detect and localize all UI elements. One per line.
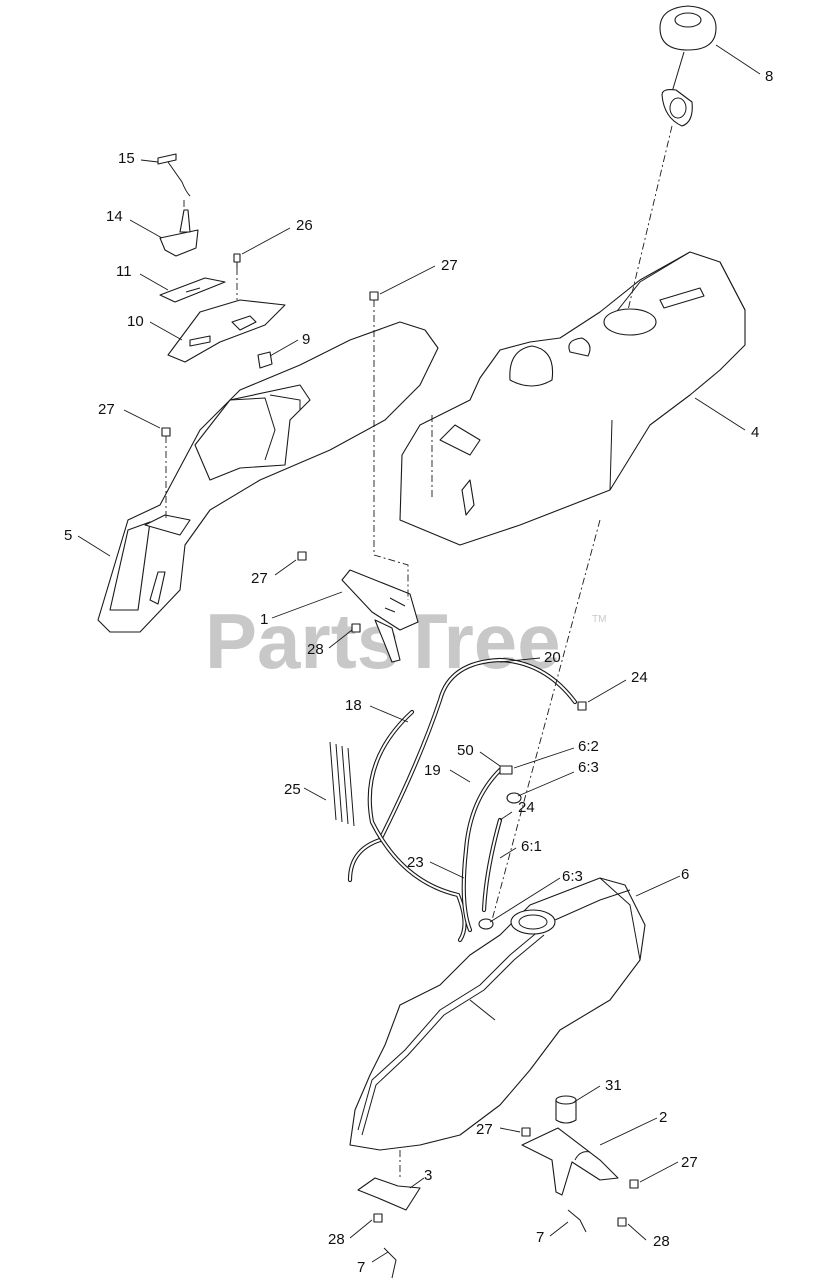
part-23-hose [481, 817, 503, 913]
callout-9: 9 [302, 331, 310, 348]
callout-2: 2 [659, 1109, 667, 1126]
part-25-cable-ties [329, 741, 355, 827]
callout-27-mid: 27 [251, 570, 268, 587]
assembly-lines [165, 125, 673, 1180]
screw-27-top [369, 291, 379, 301]
screw-28-left [373, 1213, 383, 1223]
part-9-clip [257, 351, 273, 369]
callout-19: 19 [424, 762, 441, 779]
callout-6-2: 6:2 [578, 738, 599, 755]
part-14-housing [159, 209, 199, 257]
part-7-rod-left [383, 1247, 397, 1279]
part-31-bumper [555, 1095, 577, 1124]
callout-28-mid: 28 [307, 641, 324, 658]
part-7-rod-right [567, 1209, 587, 1233]
part-24-clamp [577, 701, 587, 711]
part-8-fuel-cap [659, 5, 717, 127]
callout-25: 25 [284, 781, 301, 798]
callout-26: 26 [296, 217, 313, 234]
callout-labels: 8 15 14 26 27 11 10 9 27 4 5 27 1 28 20 … [64, 68, 773, 1276]
part-2-bracket [521, 1127, 619, 1196]
callout-4: 4 [751, 424, 759, 441]
callout-6-3-upper: 6:3 [578, 759, 599, 776]
part-3-bracket [357, 1177, 421, 1211]
part-6-3-grommet-lower [478, 918, 494, 930]
callout-6-3-lower: 6:3 [562, 868, 583, 885]
part-18-hose [367, 709, 467, 943]
callout-5: 5 [64, 527, 72, 544]
callout-10: 10 [127, 313, 144, 330]
callout-31: 31 [605, 1077, 622, 1094]
callout-50: 50 [457, 742, 474, 759]
screw-27-lower [521, 1127, 531, 1137]
callout-15: 15 [118, 150, 135, 167]
watermark-trademark: TM [592, 614, 606, 625]
screw-27-right [629, 1179, 639, 1189]
callout-11: 11 [116, 263, 132, 280]
callout-27-lower: 27 [476, 1121, 493, 1138]
part-26-screw [233, 253, 241, 268]
part-10-bracket [167, 299, 286, 363]
callout-8: 8 [765, 68, 773, 85]
callout-6: 6 [681, 866, 689, 883]
callout-7-right: 7 [536, 1229, 544, 1246]
callout-24-top: 24 [631, 669, 648, 686]
callout-27-right: 27 [681, 1154, 698, 1171]
screw-28-right [617, 1217, 627, 1227]
callout-20: 20 [544, 649, 561, 666]
callout-14: 14 [106, 208, 123, 225]
part-50-fitting [499, 765, 513, 775]
screw-27-left [161, 427, 171, 437]
callout-28-right: 28 [653, 1233, 670, 1250]
part-19-hose [461, 767, 503, 933]
part-20-hose [347, 657, 578, 883]
leader-lines [77, 44, 761, 1263]
callout-6-1: 6:1 [521, 838, 542, 855]
callout-27-left: 27 [98, 401, 115, 418]
part-5-side-panel [97, 321, 439, 633]
callout-7-left: 7 [357, 1259, 365, 1276]
part-1-bracket [341, 569, 419, 663]
part-11-plate [159, 277, 226, 303]
part-6-fuel-tank [349, 877, 646, 1151]
screw-27-mid [297, 551, 307, 561]
screw-28-mid [351, 623, 361, 633]
callout-27-top: 27 [441, 257, 458, 274]
part-15-knob [157, 153, 191, 197]
callout-1: 1 [260, 611, 268, 628]
callout-23: 23 [407, 854, 424, 871]
part-6-3-grommet-upper [506, 792, 522, 804]
callout-24-mid: 24 [518, 799, 535, 816]
callout-3: 3 [424, 1167, 432, 1184]
part-4-tank-shroud [399, 251, 746, 546]
callout-28-left: 28 [328, 1231, 345, 1248]
callout-18: 18 [345, 697, 362, 714]
